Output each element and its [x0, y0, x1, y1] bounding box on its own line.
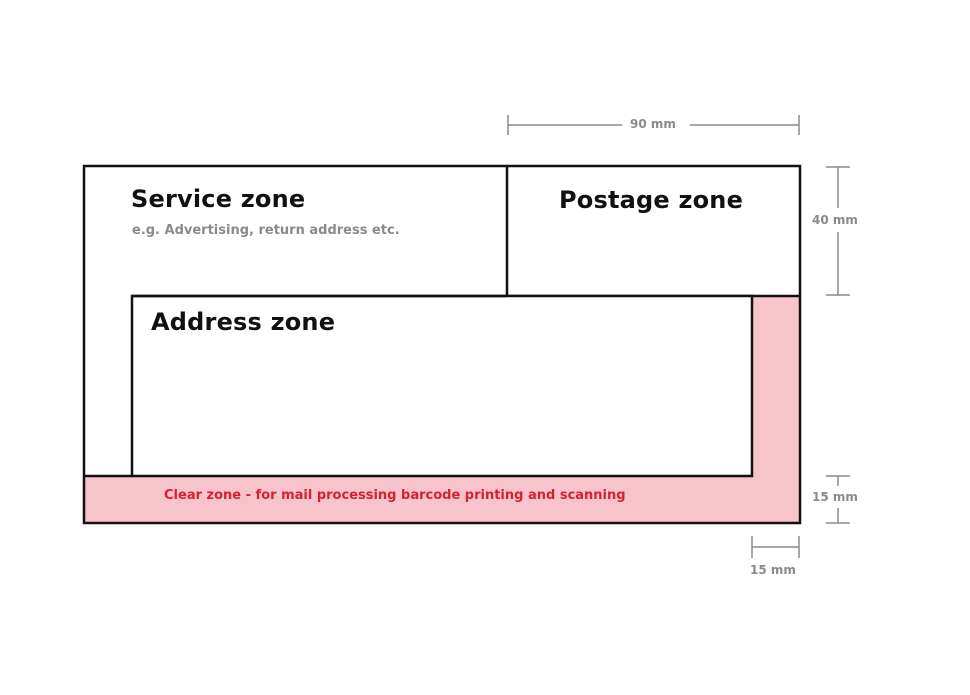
envelope-outline	[82, 164, 802, 525]
dimension-90mm	[507, 115, 800, 135]
dimension-15mm-horizontal	[751, 536, 800, 558]
dimension-label-15mm-horizontal: 15 mm	[750, 563, 796, 577]
address-zone-title: Address zone	[151, 308, 336, 336]
clear-zone-right-fill	[752, 296, 800, 476]
dimension-label-90mm: 90 mm	[630, 117, 676, 131]
dimension-15mm-vertical	[826, 475, 850, 524]
clear-zone-label: Clear zone - for mail processing barcode…	[164, 488, 626, 503]
postage-zone-title: Postage zone	[559, 186, 744, 214]
service-zone-title: Service zone	[131, 185, 306, 213]
dimension-40mm	[826, 166, 850, 296]
clear-zone-bottom-fill	[84, 476, 800, 523]
dimension-label-15mm-vertical: 15 mm	[812, 490, 858, 504]
service-zone-subtitle: e.g. Advertising, return address etc.	[132, 223, 400, 238]
dimension-label-40mm: 40 mm	[812, 213, 858, 227]
